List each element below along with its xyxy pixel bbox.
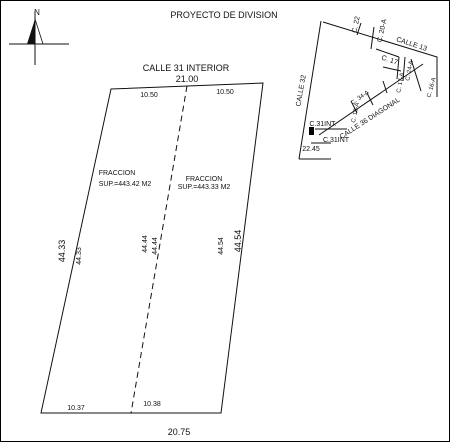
top-right-dimension: 10.50	[216, 89, 234, 96]
top-left-dimension: 10.50	[140, 92, 158, 99]
property-marker	[309, 127, 314, 135]
street-c19a: C. 19-A	[351, 102, 361, 123]
top-total-dimension: 21.00	[176, 74, 199, 84]
location-dimension: 22.45	[302, 146, 320, 153]
street-calle-13: CALLE 13	[395, 36, 428, 53]
lot-right-area: SUP.=443.33 M2	[178, 184, 231, 191]
right-inner-dimension: 44.54	[218, 237, 225, 255]
lot-left-area: SUP.=443.42 M2	[99, 181, 152, 188]
street-c24a: C. 24-A	[405, 60, 414, 81]
bottom-total-dimension: 20.75	[168, 427, 191, 437]
bottom-right-dimension: 10.38	[143, 401, 161, 408]
street-calle-36-diagonal: CALLE 36 DIAGONAL	[339, 97, 402, 141]
right-outer-dimension: 44.54	[233, 230, 243, 253]
street-c31int-upper: C.31INT.	[309, 121, 336, 128]
lot-right-name: FRACCION	[186, 176, 223, 183]
mid-right-dimension: 44.44	[152, 237, 159, 255]
north-arrow-icon	[9, 11, 69, 65]
street-c20a: C. 20-A	[377, 18, 389, 43]
street-calle-32: CALLE 32	[295, 74, 307, 107]
mid-left-dimension: 44.44	[142, 235, 149, 253]
street-c17a: C. 17-A	[396, 72, 405, 93]
location-sketch	[298, 20, 438, 160]
drawing-title: PROYECTO DE DIVISION	[170, 10, 277, 20]
division-line	[130, 85, 188, 414]
street-c17: C. 17	[380, 55, 398, 67]
bottom-left-dimension: 10.37	[67, 405, 85, 412]
lot-left-name: FRACCION	[99, 170, 136, 177]
lot-boundary	[40, 82, 264, 414]
left-outer-dimension: 44.33	[57, 240, 67, 263]
street-c16a: C. 16-A	[427, 77, 438, 98]
lot-plan	[40, 82, 264, 414]
street-c22: C. 22	[351, 16, 361, 34]
left-inner-dimension: 44.33	[76, 247, 83, 265]
street-calle-31-interior: CALLE 31 INTERIOR	[143, 63, 230, 73]
north-label: N	[34, 8, 40, 17]
street-c31int-lower: C.31INT	[323, 137, 350, 144]
